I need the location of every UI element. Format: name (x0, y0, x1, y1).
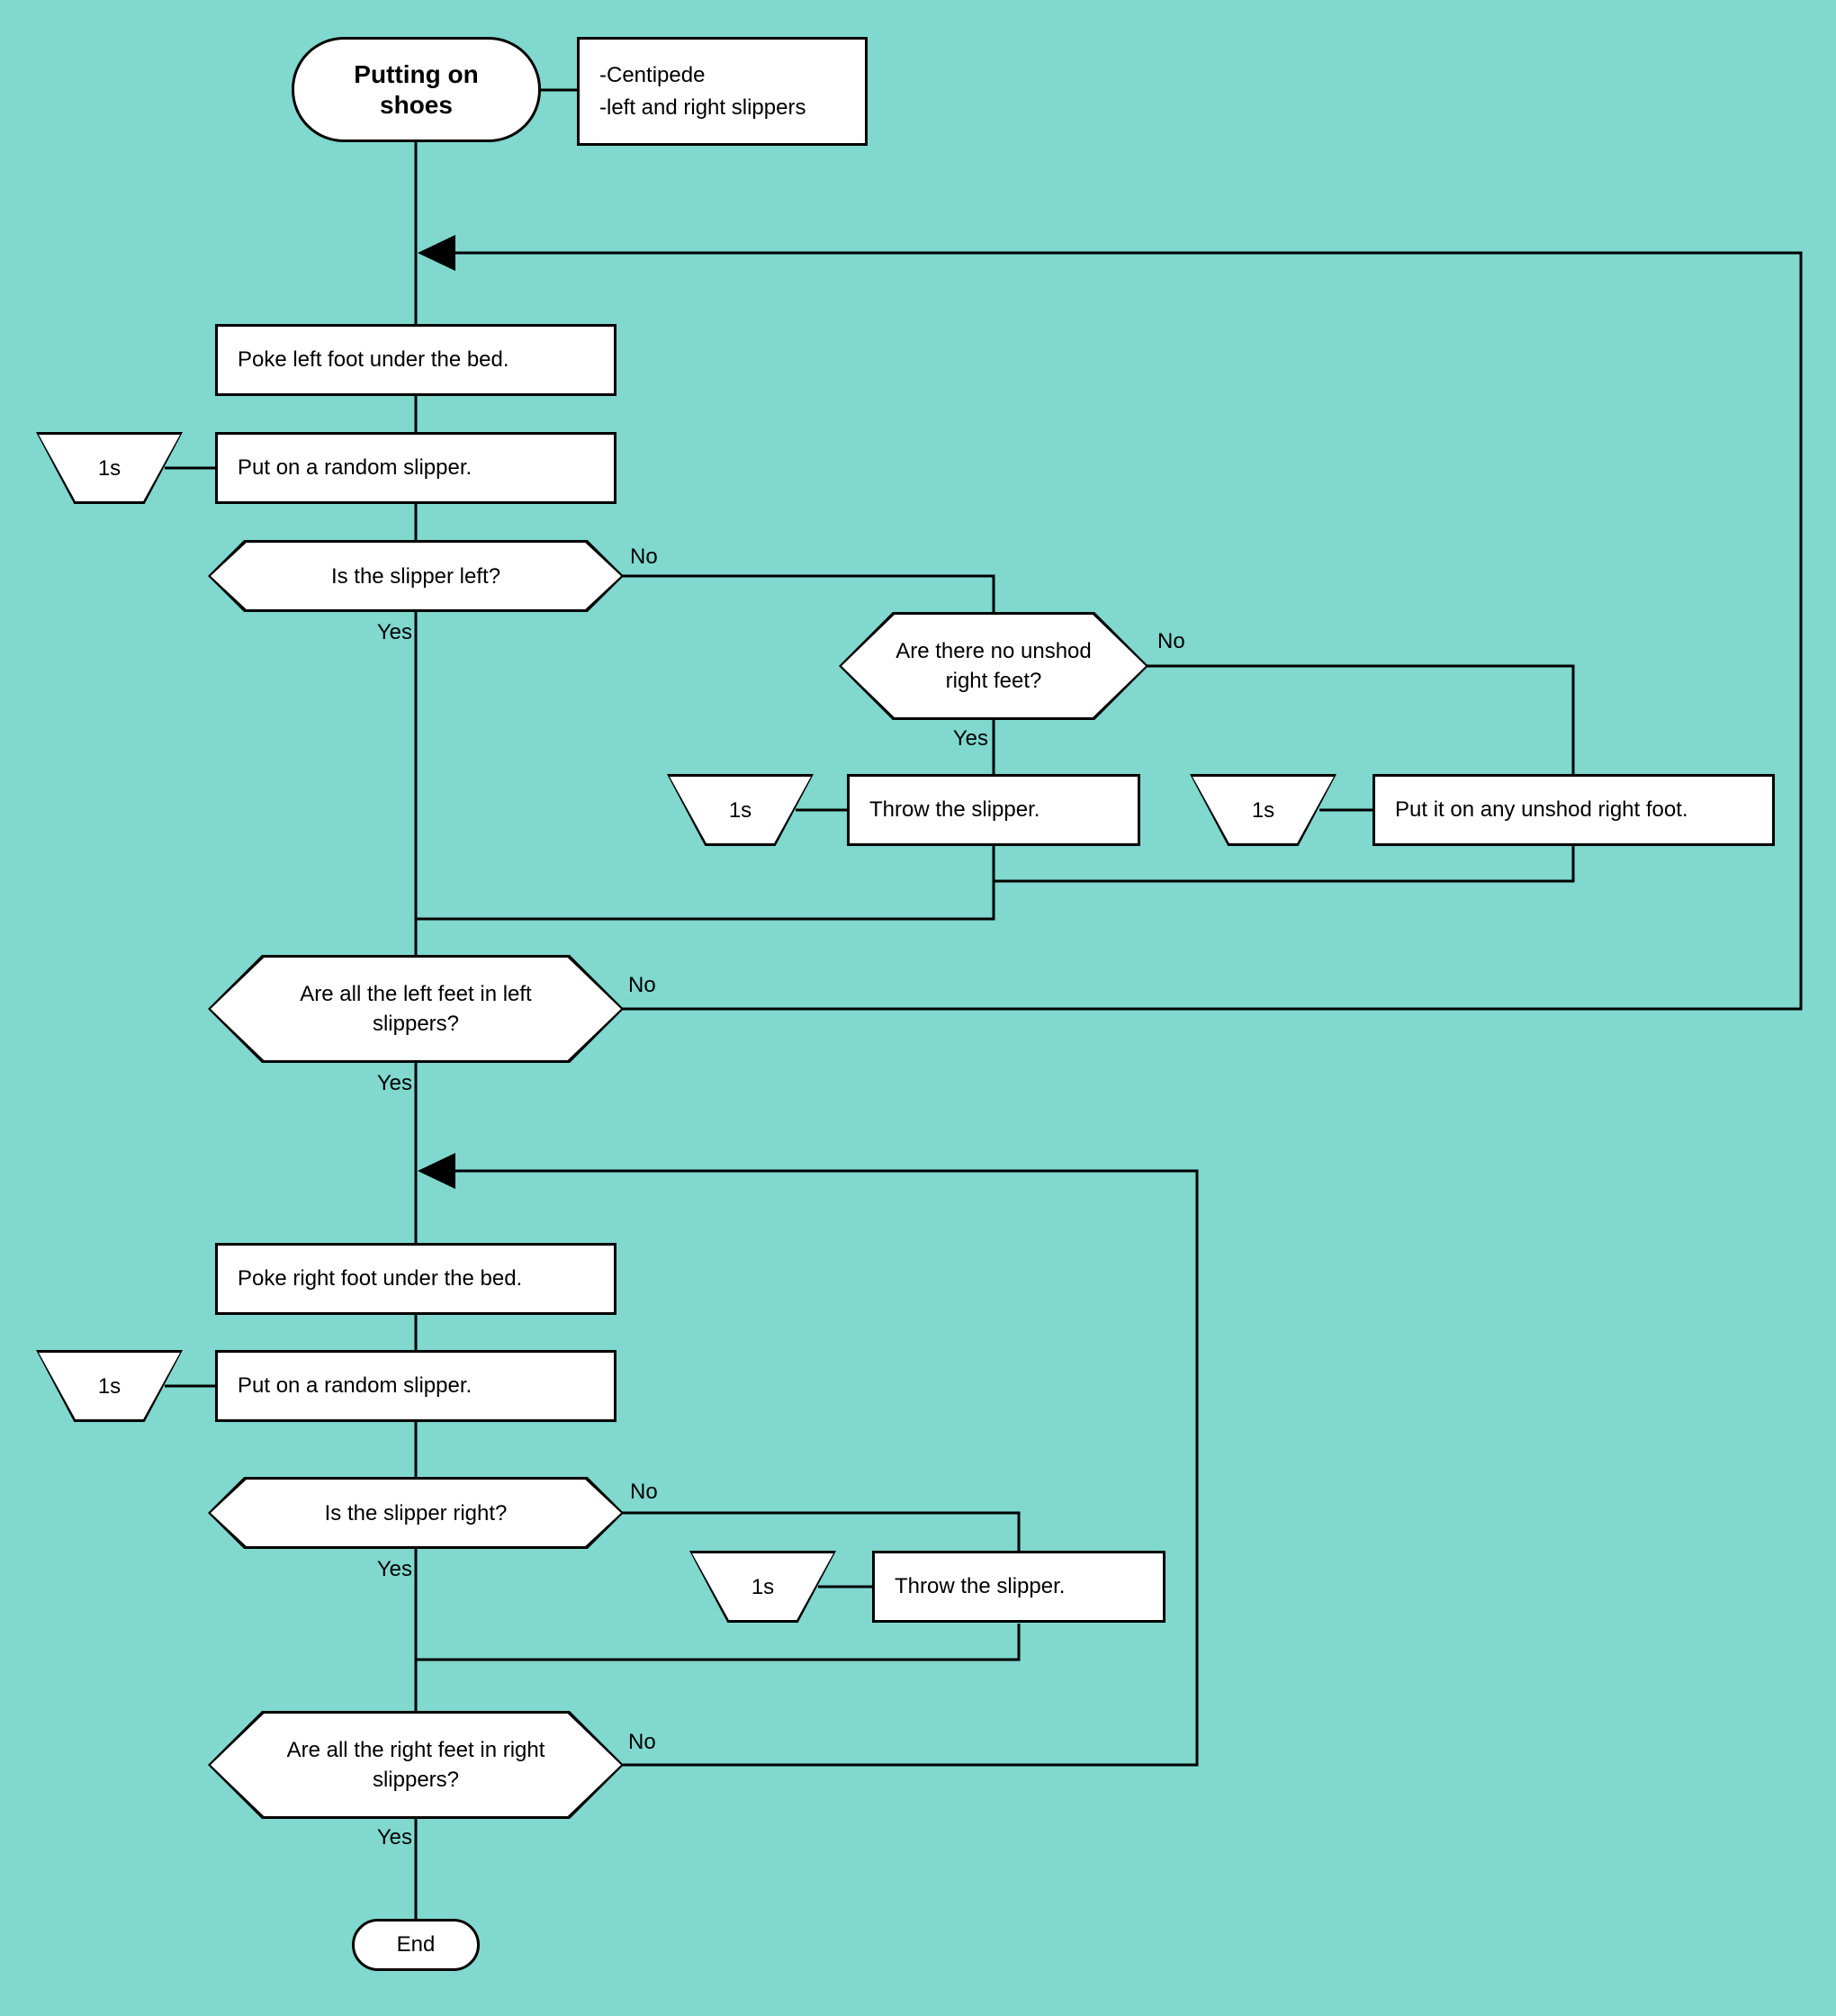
process-poke-left-foot: Poke left foot under the bed. (215, 324, 616, 396)
edge-unshod-no (1147, 664, 1575, 774)
process-put-on-random-slipper-left: Put on a random slipper. (215, 432, 616, 504)
edge-label-all-left-yes: Yes (376, 1071, 412, 1095)
start-node-label: Putting on shoes (354, 59, 479, 119)
loop-arrowhead-right-icon (418, 1153, 455, 1189)
end-node-label: End (396, 1932, 436, 1957)
note-box: -Centipede -left and right slippers (577, 37, 868, 146)
start-node: Putting on shoes (292, 37, 541, 142)
process-put-on-random-slipper-left-label: Put on a random slipper. (238, 455, 472, 480)
loop-arrowhead-left-icon (418, 235, 455, 271)
process-throw-slipper-right-label: Throw the slipper. (895, 1574, 1066, 1598)
delay-put-on-unshod: 1s (1190, 774, 1336, 846)
process-put-on-random-slipper-right: Put on a random slipper. (215, 1350, 616, 1422)
delay-put-on-right-label: 1s (97, 1373, 122, 1399)
process-put-on-random-slipper-right-label: Put on a random slipper. (238, 1373, 472, 1398)
decision-all-left-feet-label: Are all the left feet in left slippers? (300, 982, 532, 1036)
edge-is-left-no (622, 574, 995, 612)
edge-throw-left-down (416, 846, 995, 921)
process-poke-right-foot: Poke right foot under the bed. (215, 1243, 616, 1315)
decision-is-slipper-right: Is the slipper right? (208, 1477, 624, 1549)
edge-throw-right-down (416, 1624, 1021, 1661)
delay-put-on-left: 1s (36, 432, 183, 504)
delay-throw-right-label: 1s (751, 1574, 775, 1599)
edge-label-is-left-yes: Yes (376, 620, 412, 644)
edge-label-is-right-no: No (630, 1480, 658, 1504)
note-line-1: -Centipede (599, 62, 706, 87)
note-line-2: -left and right slippers (599, 94, 806, 120)
edge-label-all-right-no: No (628, 1730, 656, 1754)
edge-all-left-no-loop (454, 251, 1803, 1011)
decision-no-unshod-right-feet-label: Are there no unshod right feet? (896, 639, 1092, 693)
edge-label-unshod-yes: Yes (952, 726, 988, 751)
delay-put-on-left-label: 1s (97, 455, 122, 481)
edge-label-all-left-no: No (628, 973, 656, 997)
decision-all-left-feet: Are all the left feet in left slippers? (208, 955, 624, 1063)
edge-label-is-right-yes: Yes (376, 1557, 412, 1581)
decision-is-slipper-left-label: Is the slipper left? (330, 563, 501, 589)
delay-put-on-right: 1s (36, 1350, 183, 1422)
decision-all-right-feet: Are all the right feet in right slippers… (208, 1711, 624, 1819)
decision-is-slipper-left: Is the slipper left? (208, 540, 624, 612)
decision-all-right-feet-label: Are all the right feet in right slippers… (286, 1738, 545, 1792)
decision-no-unshod-right-feet: Are there no unshod right feet? (839, 612, 1148, 720)
delay-put-on-unshod-label: 1s (1251, 797, 1275, 823)
edge-all-right-no-loop (454, 1169, 1199, 1767)
process-throw-slipper-left-label: Throw the slipper. (869, 797, 1040, 822)
end-node: End (352, 1919, 480, 1971)
process-put-on-unshod-right-foot-label: Put it on any unshod right foot. (1395, 797, 1688, 822)
delay-throw-left-label: 1s (728, 797, 752, 823)
delay-throw-right: 1s (689, 1551, 836, 1623)
edge-is-right-no (622, 1511, 1021, 1551)
process-put-on-unshod-right-foot: Put it on any unshod right foot. (1372, 774, 1775, 846)
edge-label-unshod-no: No (1157, 629, 1185, 653)
delay-throw-left: 1s (667, 774, 814, 846)
decision-is-slipper-right-label: Is the slipper right? (324, 1500, 508, 1526)
process-throw-slipper-left: Throw the slipper. (847, 774, 1140, 846)
process-poke-right-foot-label: Poke right foot under the bed. (238, 1266, 523, 1291)
edge-put-on-unshod-down (994, 846, 1575, 883)
process-poke-left-foot-label: Poke left foot under the bed. (238, 347, 509, 372)
process-throw-slipper-right: Throw the slipper. (872, 1551, 1166, 1623)
edge-label-all-right-yes: Yes (376, 1825, 412, 1850)
edge-label-is-left-no: No (630, 544, 658, 569)
